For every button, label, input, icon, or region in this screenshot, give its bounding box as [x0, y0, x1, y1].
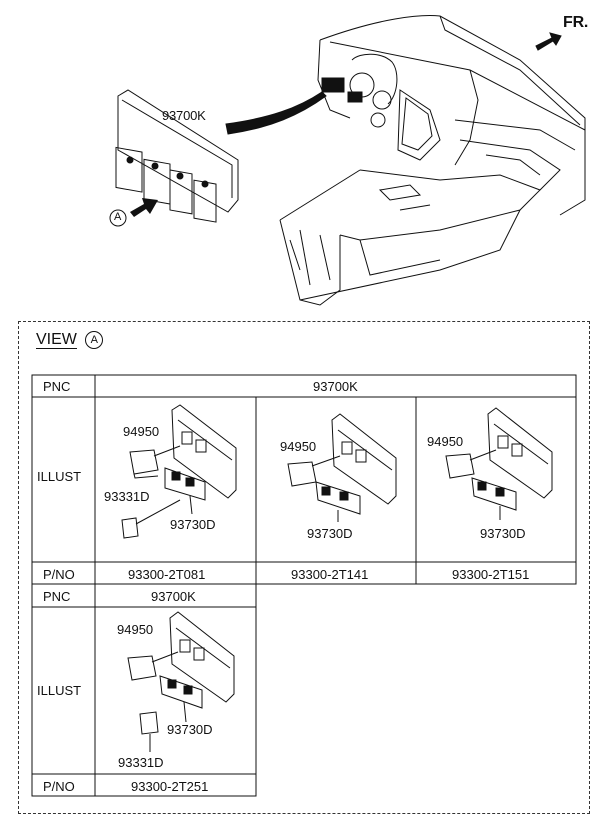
switch-assembly-t251-drawing: [127, 611, 235, 752]
callout-93730d-col1: 93730D: [170, 517, 216, 532]
switch-assembly-col1-drawing: [121, 404, 237, 539]
part-number-col1: 93300-2T081: [128, 567, 206, 582]
pnc-value: 93700K: [313, 379, 358, 394]
pno-header-2: P/NO: [43, 779, 75, 794]
callout-94950-col3: 94950: [427, 434, 464, 449]
pnc-header: PNC: [43, 379, 71, 394]
part-number-col2: 93300-2T141: [291, 567, 369, 582]
callout-93730d-col3: 93730D: [480, 526, 526, 541]
callout-94950-t251: 94950: [117, 622, 154, 637]
callout-94950-col2: 94950: [280, 439, 317, 454]
view-a-marker: A: [114, 211, 122, 223]
part-number-t251: 93300-2T251: [131, 779, 209, 794]
part-number-col3: 93300-2T151: [452, 567, 530, 582]
pno-header: P/NO: [43, 567, 75, 582]
pnc-value-2: 93700K: [151, 589, 196, 604]
fr-label: FR.: [563, 14, 589, 31]
dashboard-illustration: [109, 15, 586, 306]
view-marker-circle: A: [85, 331, 104, 349]
view-a-frame: [18, 321, 590, 814]
part-label-93700k: 93700K: [162, 108, 206, 123]
callout-93331d-col1: 93331D: [104, 489, 150, 504]
callout-93331d-t251: 93331D: [118, 755, 164, 770]
switch-assembly-col3-drawing: [445, 407, 553, 520]
illust-header: ILLUST: [37, 469, 82, 484]
view-title-text: VIEW: [36, 331, 77, 349]
front-arrow-icon: [535, 32, 562, 51]
callout-94950-col1: 94950: [123, 424, 160, 439]
view-a-arrow-icon: [109, 198, 158, 227]
pnc-header-2: PNC: [43, 589, 71, 604]
view-a-title: VIEW A: [36, 331, 104, 349]
switch-assembly-col2-drawing: [287, 413, 397, 522]
callout-93730d-col2: 93730D: [307, 526, 353, 541]
view-marker-letter: A: [90, 334, 99, 346]
illust-header-2: ILLUST: [37, 683, 82, 698]
switch-panel-drawing: [115, 89, 239, 223]
callout-93730d-t251: 93730D: [167, 722, 213, 737]
